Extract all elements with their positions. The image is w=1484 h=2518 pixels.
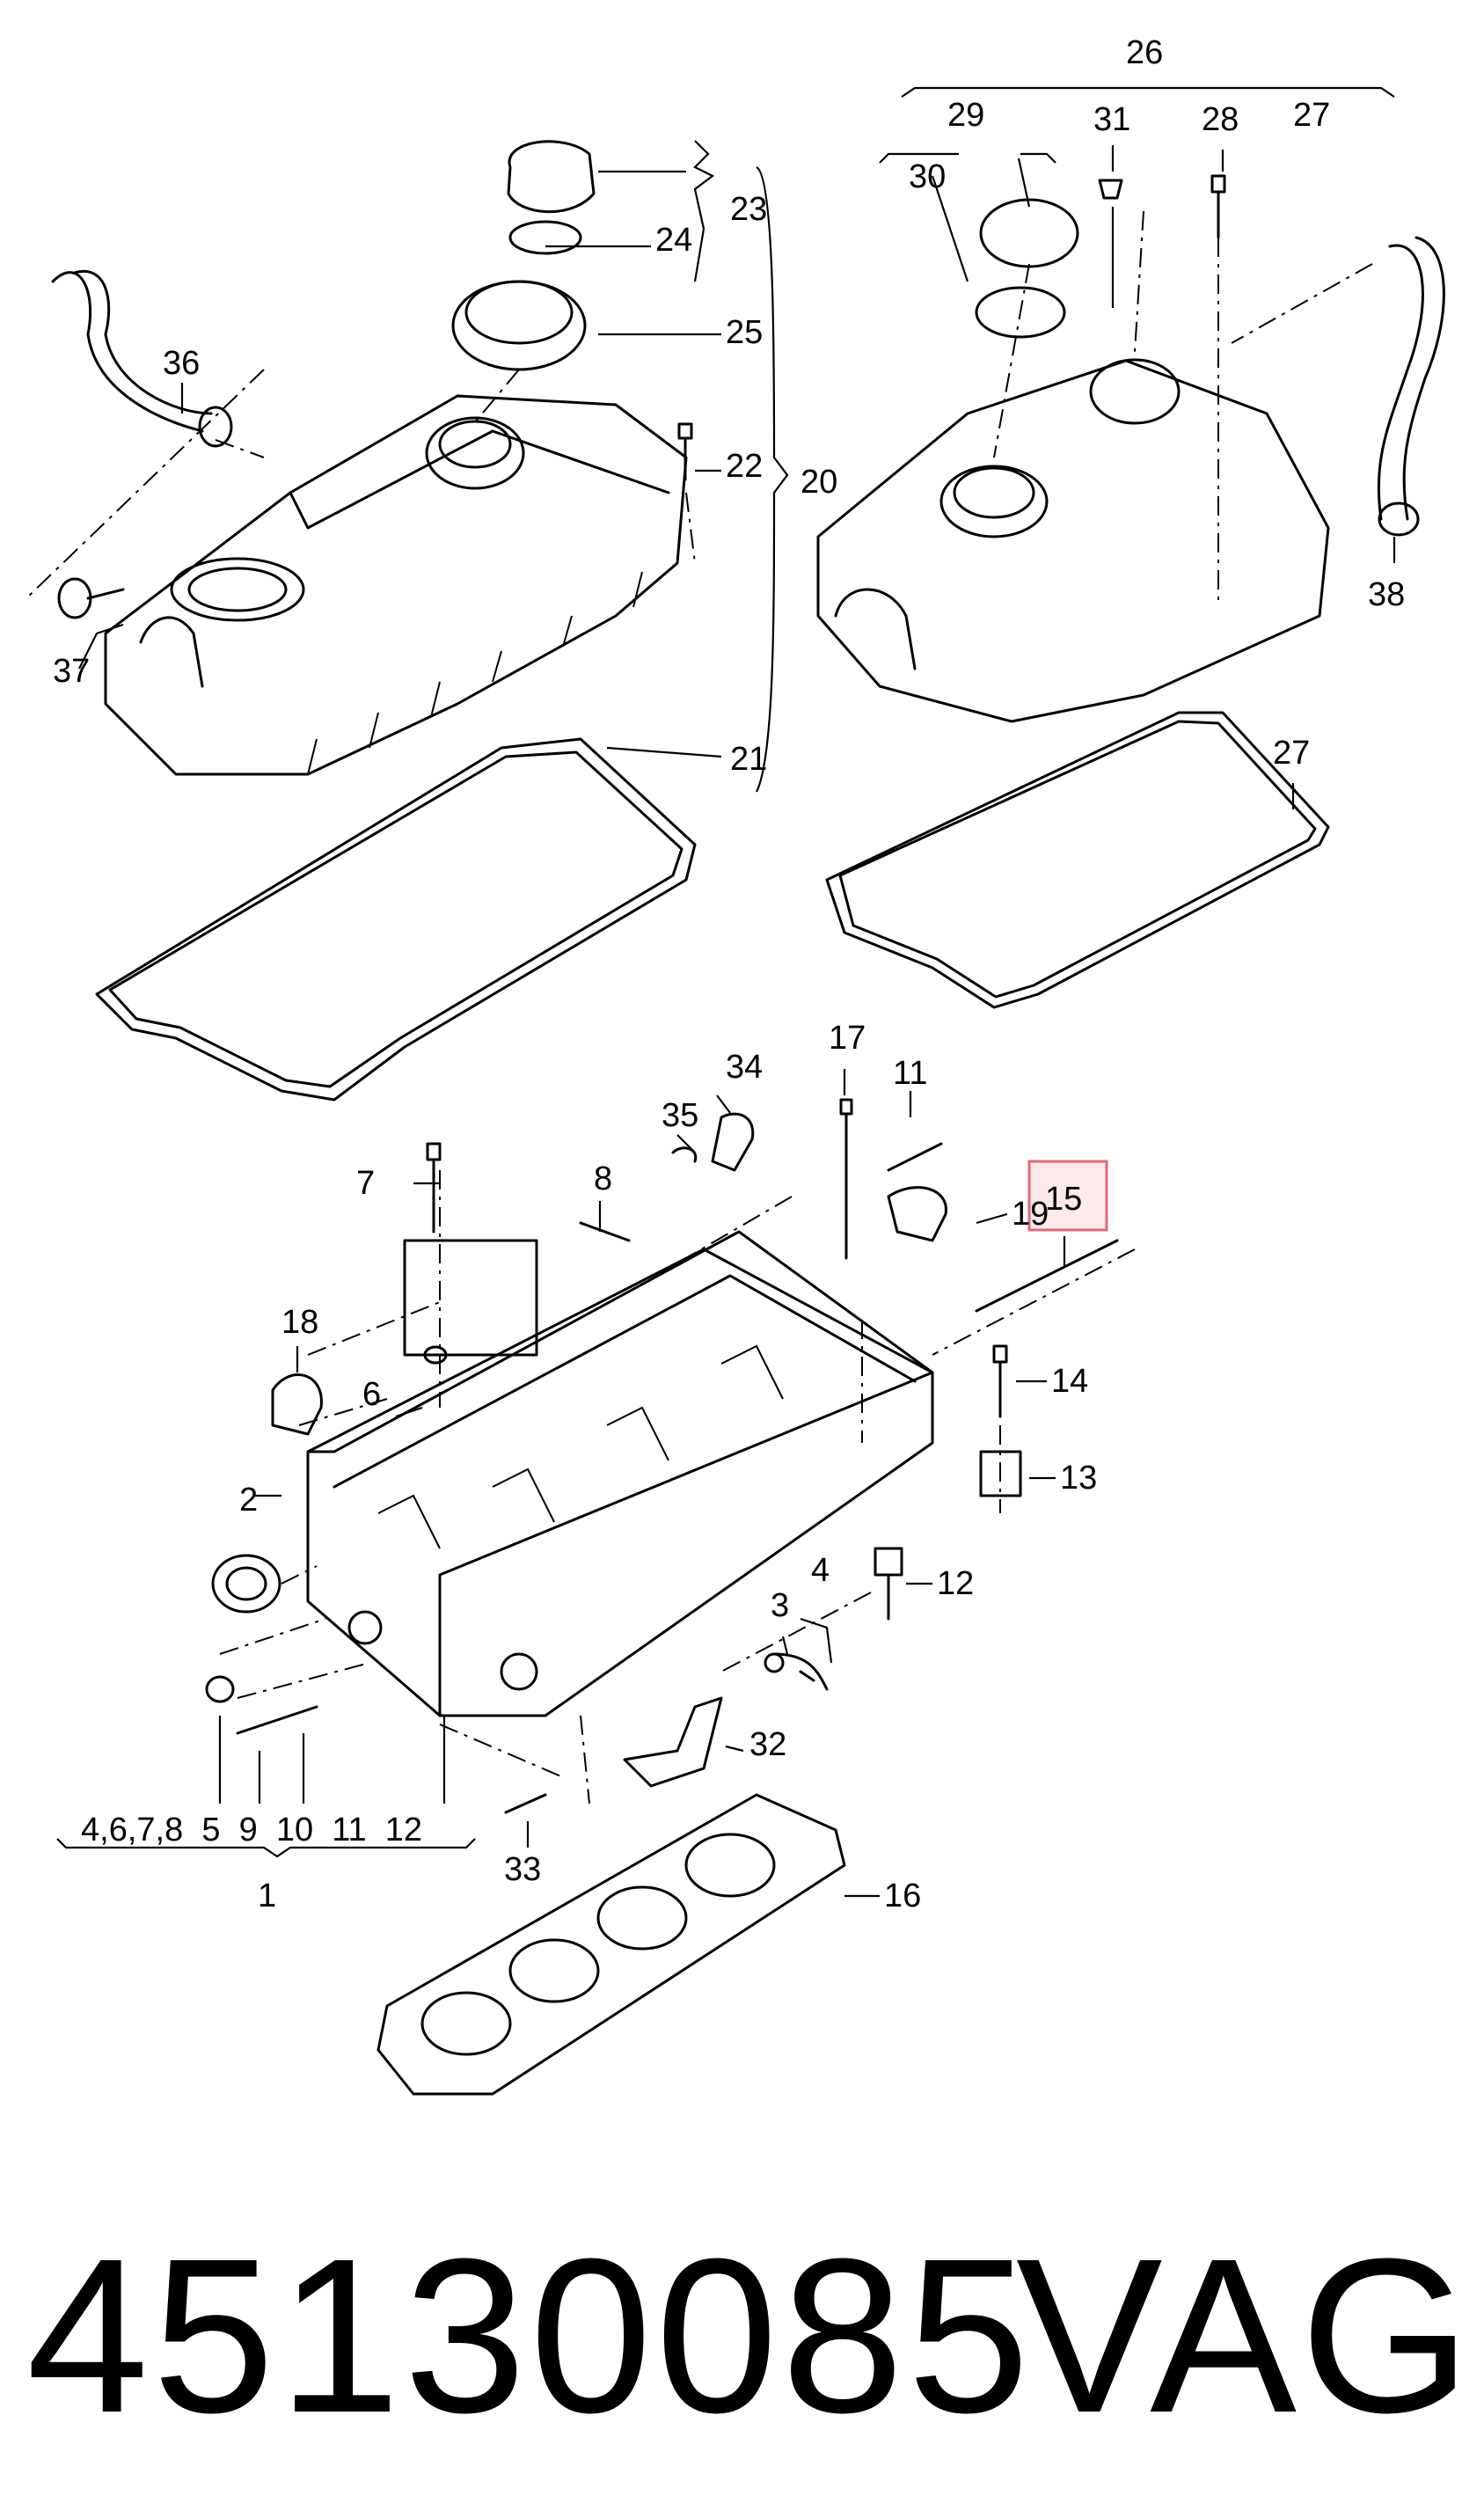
exploded-parts-diagram: 26 29 31 28 27 30 23 24 25 36 22 20 38 3… xyxy=(26,34,1445,2096)
cylinder-head xyxy=(306,1230,934,1717)
label-26: 26 xyxy=(1126,34,1163,71)
label-16: 16 xyxy=(884,1878,921,1914)
label-21: 21 xyxy=(730,741,767,778)
bolt-31-28 xyxy=(1098,174,1226,239)
label-33: 33 xyxy=(504,1851,541,1888)
part-number: 45130085 xyxy=(26,2213,1034,2458)
label-6: 6 xyxy=(362,1376,381,1413)
left-valve-cover xyxy=(104,394,688,776)
label-27-gasket: 27 xyxy=(1273,735,1310,772)
label-7: 7 xyxy=(356,1165,375,1202)
leader-lines xyxy=(56,86,1396,1898)
clamp-37 xyxy=(57,577,125,619)
label-19: 19 xyxy=(1012,1196,1049,1233)
label-12: 12 xyxy=(937,1565,974,1602)
bolt-22 xyxy=(677,422,693,481)
label-30: 30 xyxy=(909,158,946,195)
label-13: 13 xyxy=(1060,1460,1097,1497)
label-36: 36 xyxy=(163,345,200,382)
breather-hose-36 xyxy=(51,269,233,448)
right-valve-cover xyxy=(816,358,1330,723)
callout-labels: 26 29 31 28 27 30 23 24 25 36 22 20 38 3… xyxy=(53,34,1405,1914)
label-3: 3 xyxy=(771,1587,789,1624)
head-gasket-16 xyxy=(376,1793,846,2096)
oil-filler-cap-left xyxy=(451,140,596,371)
label-23: 23 xyxy=(730,191,767,228)
label-2: 2 xyxy=(239,1482,258,1519)
highlight-box-15 xyxy=(1027,1160,1108,1232)
label-38: 38 xyxy=(1368,576,1405,613)
label-18: 18 xyxy=(281,1304,318,1341)
label-8: 8 xyxy=(594,1160,612,1197)
oil-filler-cap-right xyxy=(975,198,1079,339)
label-20: 20 xyxy=(800,464,837,501)
label-28: 28 xyxy=(1202,101,1239,138)
label-31: 31 xyxy=(1093,101,1130,138)
small-parts xyxy=(205,1098,1119,1814)
gasket-21 xyxy=(95,737,697,1102)
label-17: 17 xyxy=(829,1020,866,1057)
brand-name: VAG xyxy=(1016,2213,1475,2458)
label-4: 4 xyxy=(811,1552,830,1589)
label-32: 32 xyxy=(749,1726,786,1763)
construction-lines xyxy=(26,210,1373,1804)
label-34: 34 xyxy=(726,1049,763,1086)
label-15: 15 xyxy=(1045,1181,1082,1218)
label-group1-list: 4,6,7,8 5 9 10 11 12 xyxy=(81,1812,422,1848)
gasket-27 xyxy=(825,711,1330,1009)
label-29: 29 xyxy=(947,97,984,134)
label-24: 24 xyxy=(655,222,692,259)
label-1: 1 xyxy=(258,1878,276,1914)
label-14: 14 xyxy=(1051,1363,1088,1400)
breather-hose-38 xyxy=(1377,236,1445,537)
label-35: 35 xyxy=(662,1097,698,1134)
label-22: 22 xyxy=(726,448,763,485)
label-27-top: 27 xyxy=(1293,97,1330,134)
label-25: 25 xyxy=(726,314,763,351)
label-11-top: 11 xyxy=(893,1055,927,1092)
label-37: 37 xyxy=(53,653,90,690)
